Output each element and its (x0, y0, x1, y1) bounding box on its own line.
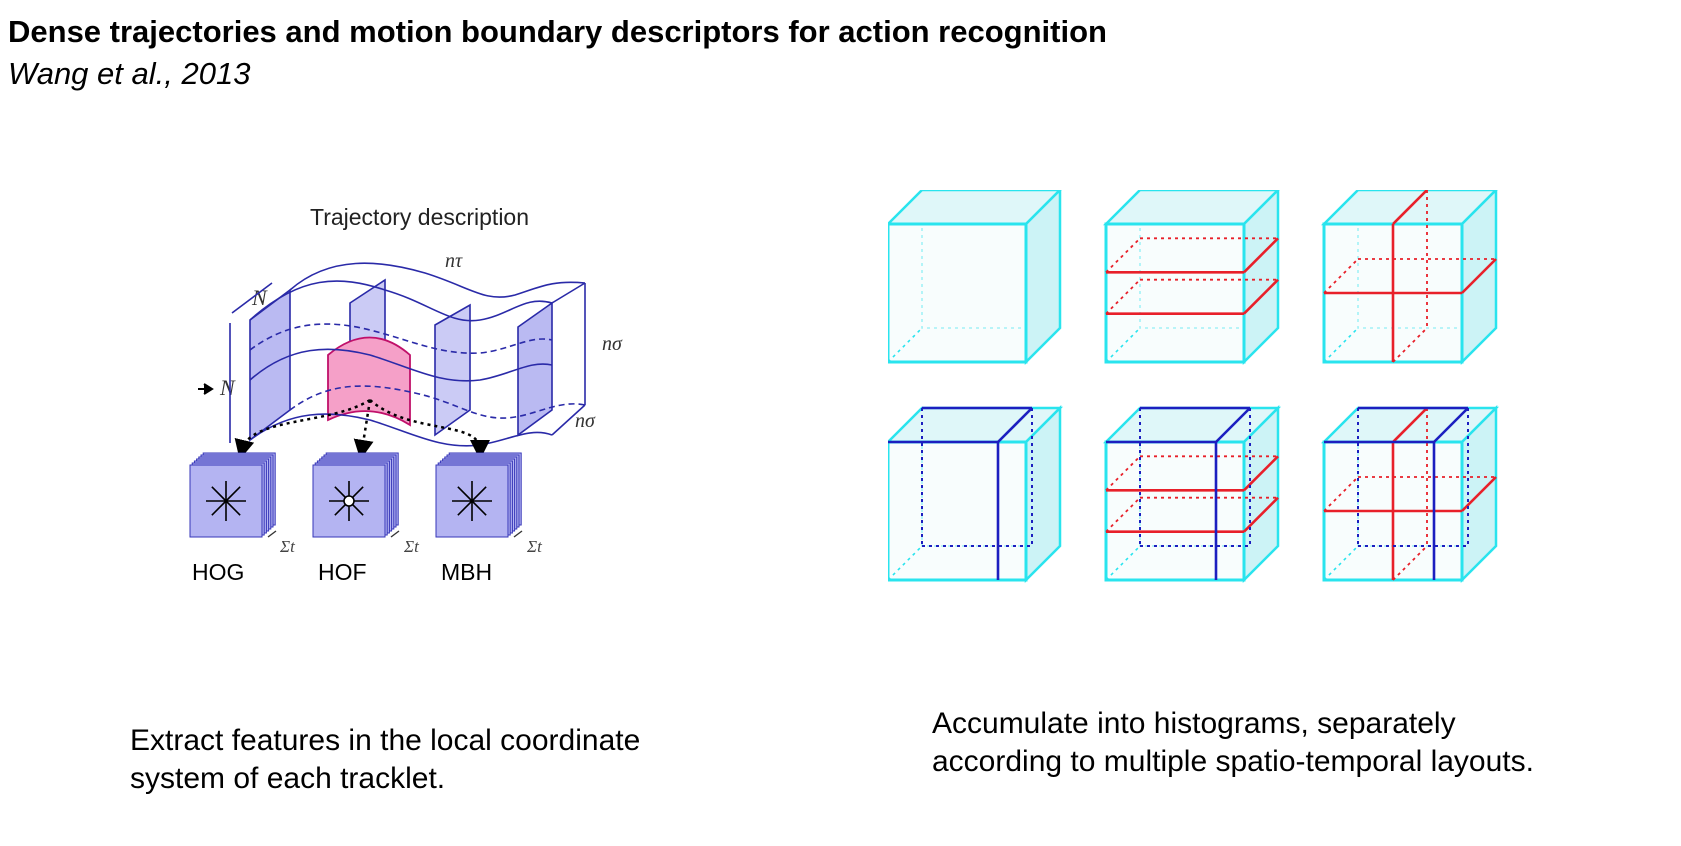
star-icon (452, 481, 492, 521)
paper-title: Dense trajectories and motion boundary d… (8, 14, 1107, 49)
trajectory-description-figure: Trajectory description nτ nσ nσ N N (189, 204, 623, 585)
hof-label: HOF (318, 559, 367, 585)
mbh-label: MBH (441, 559, 492, 585)
n-side-label: N (219, 375, 236, 400)
hog-sum-label: Σt (279, 537, 296, 556)
n-sigma-bottom-label: nσ (575, 410, 596, 432)
n-sigma-top-label: nσ (602, 333, 623, 355)
grid-layout-1x1x1 (888, 190, 1062, 366)
trajectory-volume (229, 262, 586, 447)
hog-descriptor (189, 452, 277, 538)
paper-citation: Wang et al., 2013 (8, 56, 251, 91)
mbh-sum-label: Σt (526, 537, 543, 556)
star-icon (206, 481, 246, 521)
spatio-temporal-layouts-figure (888, 190, 1500, 584)
grid-layout-2x2x1-t2 (1320, 404, 1500, 584)
highlighted-cell (327, 336, 411, 427)
mbh-descriptor (435, 452, 523, 538)
hog-label: HOG (192, 559, 244, 585)
volume-panel-3 (434, 303, 471, 437)
grid-layout-1x1x1-t2 (888, 404, 1064, 584)
hof-descriptor (312, 452, 400, 538)
trajectory-description-heading: Trajectory description (310, 204, 529, 230)
star-icon (329, 481, 369, 521)
grid-layout-1x1x3 (1102, 190, 1280, 366)
hof-sum-label: Σt (403, 537, 420, 556)
n-top-label: N (251, 285, 268, 310)
left-caption: Extract features in the local coordinate… (130, 724, 641, 795)
n-tau-label: nτ (445, 250, 463, 272)
n-side-arrow-icon (198, 383, 214, 395)
grid-layout-1x1x3-t2 (1102, 404, 1282, 584)
feature-arrows (234, 398, 490, 460)
right-caption: Accumulate into histograms, separately a… (932, 707, 1534, 778)
volume-panel-4 (517, 301, 553, 437)
grid-layout-2x2x1 (1320, 190, 1498, 366)
